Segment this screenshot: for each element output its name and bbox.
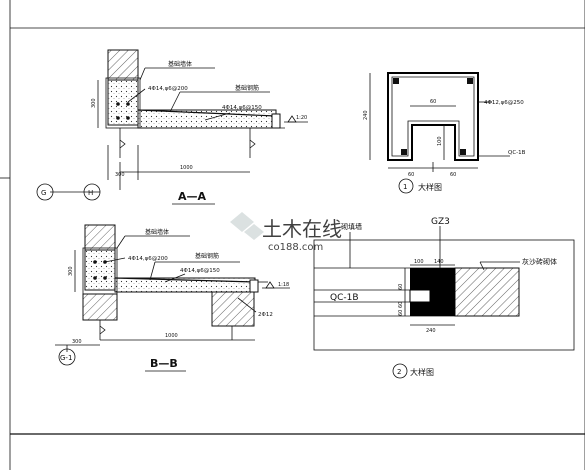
detail-2-label-right: 灰沙砖砌体 <box>522 257 557 266</box>
detail-2-drawing <box>313 226 575 379</box>
section-b-bar: 2Φ12 <box>258 312 273 318</box>
detail-2-dim-100: 100 <box>414 259 424 265</box>
detail-1-tag: QC-1B <box>508 150 526 156</box>
detail-2-dim-140: 140 <box>434 259 444 265</box>
section-a-dim-length: 1000 <box>180 165 193 171</box>
section-b-slope: 1:18 <box>278 282 289 288</box>
section-b-dim-width: 300 <box>72 339 82 345</box>
detail-2-title: 大样图 <box>410 367 434 377</box>
watermark-text: 土木在线 <box>262 217 342 241</box>
section-a-label-upper: 基础墙体 <box>168 60 192 68</box>
detail-2-dim-side-a: 60 <box>398 284 404 290</box>
watermark-logo <box>230 212 264 240</box>
section-b-dim-height: 300 <box>68 266 74 276</box>
section-a-rebar-2: 4Φ14,φ6@150 <box>222 105 262 111</box>
section-a-dim-height: 300 <box>91 98 97 108</box>
section-b-title: B—B <box>150 357 178 370</box>
section-b-drawing <box>55 224 290 366</box>
section-b-dim-length: 1000 <box>165 333 178 339</box>
section-a-axis-h: H <box>88 189 93 197</box>
detail-1-dim-opening: 100 <box>437 136 443 146</box>
section-b-label-lower: 基础钢筋 <box>195 252 219 260</box>
section-a-slope: 1:20 <box>296 115 307 121</box>
detail-1-dim-bottom-right: 60 <box>450 172 456 178</box>
watermark-sub: co188.com <box>268 242 323 253</box>
section-a-title: A—A <box>178 190 207 203</box>
detail-1-rebar: 4Φ12,φ6@250 <box>484 100 524 106</box>
detail-2-tag: QC-1B <box>330 293 359 303</box>
section-b-rebar-2: 4Φ14,φ6@150 <box>180 268 220 274</box>
detail-1-dim-height: 240 <box>363 110 369 120</box>
section-a-label-lower: 基础钢筋 <box>235 84 259 92</box>
detail-1-dim-bottom-left: 60 <box>408 172 414 178</box>
section-b-rebar-1: 4Φ14,φ6@200 <box>128 256 168 262</box>
detail-2-label-left: 砌填墙 <box>341 222 362 231</box>
section-a-axis-g: G <box>41 189 46 197</box>
detail-1-number: 1 <box>403 183 407 191</box>
section-a-rebar-1: 4Φ14,φ6@200 <box>148 86 188 92</box>
detail-2-dim-240: 240 <box>426 328 436 334</box>
section-a-drawing <box>36 49 308 201</box>
section-b-label-upper: 基础墙体 <box>145 228 169 236</box>
detail-1-dim-inner: 60 <box>430 99 436 105</box>
detail-1-title: 大样图 <box>418 182 442 192</box>
detail-2-label-col: GZ3 <box>431 217 450 227</box>
detail-1-drawing <box>369 72 510 194</box>
detail-2-dim-side-b: 60 60 <box>398 302 404 316</box>
section-a-dim-width: 300 <box>115 172 125 178</box>
detail-2-number: 2 <box>397 368 401 376</box>
section-b-axis: G-1 <box>60 354 72 362</box>
